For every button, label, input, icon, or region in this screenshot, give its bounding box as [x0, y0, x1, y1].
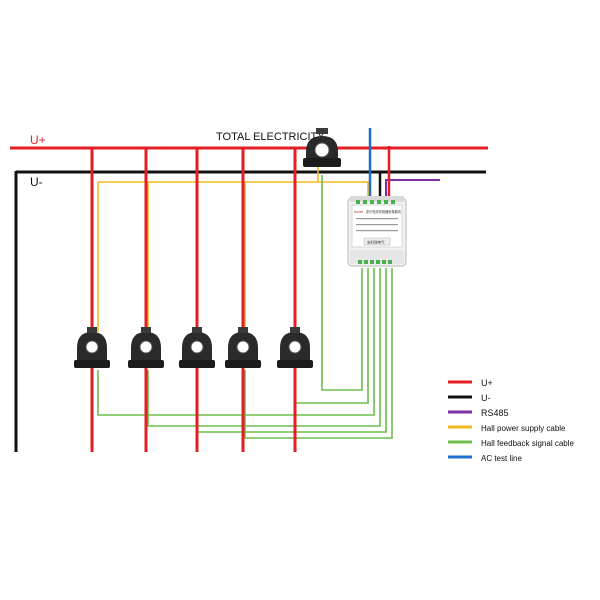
monitoring-module: Acrel 霍尔电流传感器采集模块 安科瑞电气 [347, 196, 407, 267]
hall-sensor-5 [277, 327, 313, 368]
legend-label-ac-test: AC test line [481, 454, 522, 463]
total-current-sensor [303, 128, 341, 167]
bus-minus-label: U- [30, 175, 43, 189]
legend-label-u-plus: U+ [481, 378, 493, 388]
hall-sensor-1 [74, 327, 110, 368]
hall-sensor-4 [225, 327, 261, 368]
hall-sensor-3 [179, 327, 215, 368]
legend-label-rs485: RS485 [481, 408, 509, 418]
hall-sensor-2 [128, 327, 164, 368]
bus-plus-label: U+ [30, 133, 46, 147]
branch-lines [90, 148, 297, 452]
device-model-text: 霍尔电流传感器采集模块 [366, 209, 402, 214]
hall-power-cables [97, 166, 369, 332]
legend: U+ U- RS485 Hall power supply cable Hall… [448, 378, 574, 463]
device-brand: Acrel [354, 209, 363, 214]
legend-label-u-minus: U- [481, 393, 491, 403]
total-electricity-label: TOTAL ELECTRICITY [216, 131, 325, 143]
device-bottom-text: 安科瑞电气 [367, 240, 385, 245]
legend-label-hall-feedback: Hall feedback signal cable [481, 439, 574, 448]
rs485-cable [385, 179, 440, 200]
legend-label-hall-power: Hall power supply cable [481, 424, 566, 433]
